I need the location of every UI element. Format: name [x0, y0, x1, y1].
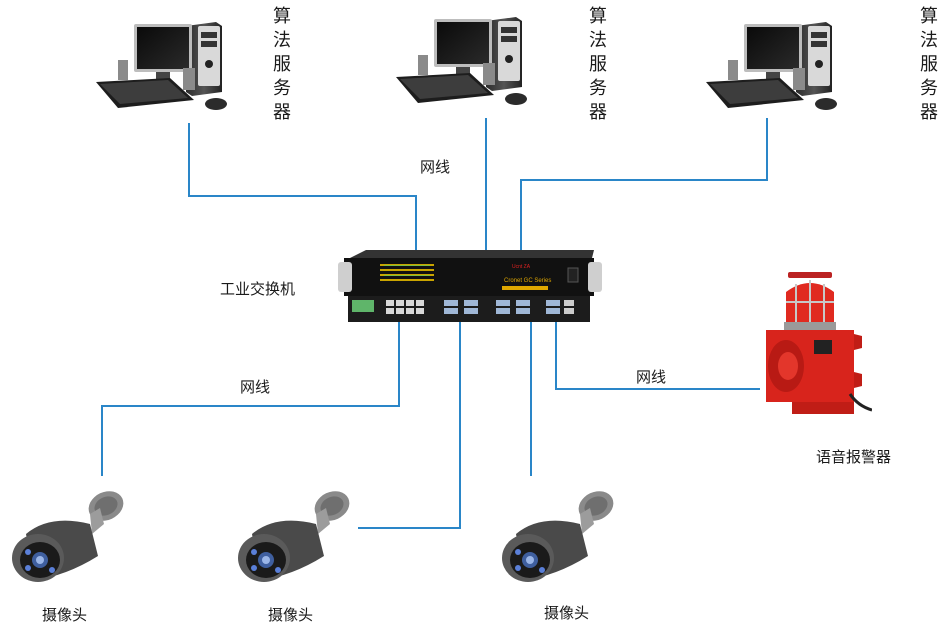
industrial-switch-icon: Ucnt ZA Cronet GC Series [336, 248, 606, 330]
camera-1-label: 摄像头 [42, 606, 88, 624]
camera-3-icon [496, 484, 618, 588]
switch-brand-text: Ucnt ZA [512, 264, 531, 270]
wire-camera-1 [101, 318, 400, 476]
wire-alarm [555, 318, 760, 390]
switch-series-text: Cronet GC Series [504, 278, 551, 284]
server-computer-3-icon [700, 8, 870, 122]
switch-label: 工业交换机 [220, 280, 296, 298]
wire-server-1 [188, 123, 417, 252]
edge-label-alarm: 网线 [636, 368, 667, 386]
server-computer-1-icon [90, 8, 260, 122]
server-computer-2-icon [390, 3, 560, 117]
camera-2-label: 摄像头 [268, 606, 314, 624]
voice-alarm-icon [762, 272, 873, 426]
server-1-label: 算法服务器 [270, 6, 291, 126]
server-2-label: 算法服务器 [586, 6, 607, 126]
camera-2-icon [232, 484, 354, 588]
camera-1-icon [6, 484, 128, 588]
server-3-label: 算法服务器 [917, 6, 938, 126]
wire-camera-2 [358, 318, 461, 529]
edge-label-camera: 网线 [240, 378, 271, 396]
camera-3-label: 摄像头 [544, 604, 590, 622]
wire-server-3 [520, 118, 768, 252]
alarm-label: 语音报警器 [816, 448, 892, 466]
edge-label-servers: 网线 [420, 158, 451, 176]
